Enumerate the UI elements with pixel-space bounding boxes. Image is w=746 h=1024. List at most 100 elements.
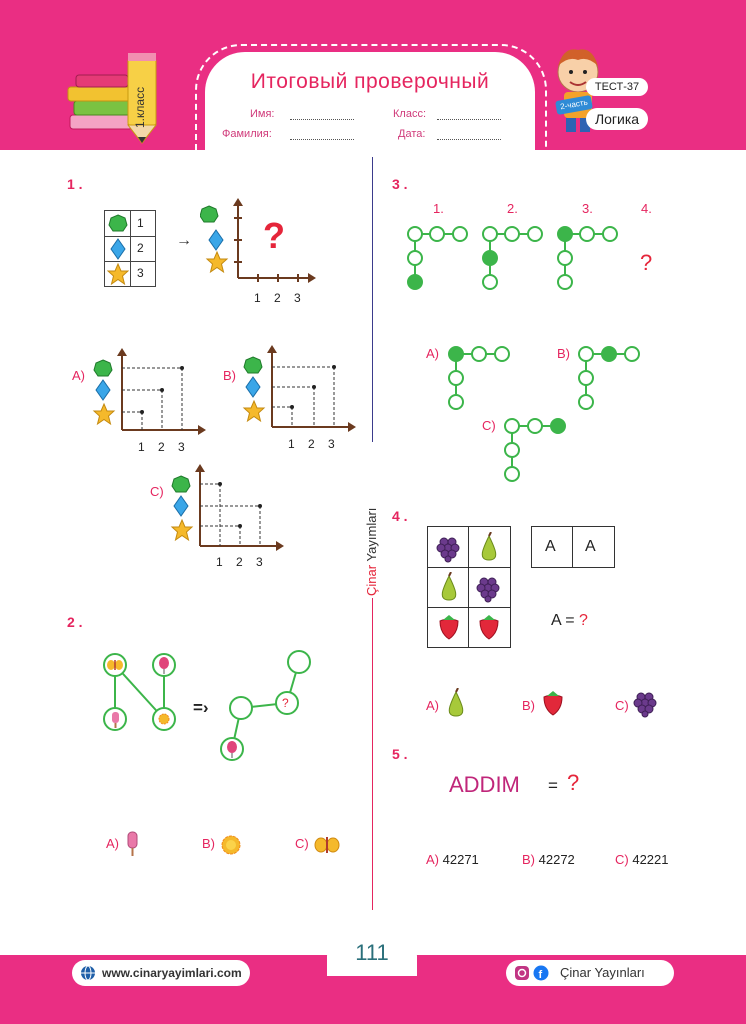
q1-a-tick-1: 1 <box>138 440 145 454</box>
header-white-panel <box>205 52 535 150</box>
q4-option-a-label: A) <box>426 698 439 713</box>
q2-option-a-label: A) <box>106 836 119 851</box>
q5-word: ADDIM <box>449 772 520 797</box>
class-label: Класс: <box>393 108 426 120</box>
q1-main-graph <box>200 198 316 283</box>
q1-option-b-label: B) <box>223 368 236 383</box>
surname-label: Фамилия: <box>222 128 272 140</box>
q1-b-tick-1: 1 <box>288 437 295 451</box>
grapes-icon <box>476 577 500 603</box>
q3-question-mark: ? <box>640 250 653 275</box>
q1-c-tick-3: 3 <box>256 555 263 569</box>
q2-option-c-label: C) <box>295 836 309 851</box>
page-number-tab <box>327 936 417 976</box>
q2-number: 2 . <box>67 614 83 630</box>
q5-equals: = <box>548 776 558 795</box>
q1-main-tick-3: 3 <box>294 291 301 305</box>
q2-option-b-label: B) <box>202 836 215 851</box>
q1-number: 1 . <box>67 176 83 192</box>
butterfly-icon[interactable] <box>314 834 340 856</box>
green-heptagon-icon <box>108 214 128 232</box>
q3-step-label-1: 1. <box>433 201 444 216</box>
popsicle-icon <box>112 712 119 728</box>
q1-row-2: 2 <box>137 241 144 255</box>
q1-main-tick-1: 1 <box>254 291 261 305</box>
q1-option-a-graph[interactable] <box>90 346 210 438</box>
header-dashed-frame <box>195 44 547 156</box>
surname-line <box>290 129 354 140</box>
facebook-icon: f <box>533 965 549 981</box>
side-publisher-text: Çinar Yayımları <box>364 507 379 596</box>
q3-step-label-2: 2. <box>507 201 518 216</box>
q1-c-tick-2: 2 <box>236 555 243 569</box>
q5-option-a[interactable]: A) 42271 <box>426 852 479 867</box>
q4-cell-2: A <box>585 538 596 555</box>
grade-badge: 1.класс <box>133 86 147 128</box>
page-title: Итоговый проверочный <box>250 70 490 93</box>
q3-option-c-shape[interactable] <box>502 416 572 486</box>
column-divider-top <box>372 157 373 442</box>
q5-number: 5 . <box>392 746 408 762</box>
balloon-icon <box>159 657 169 674</box>
q4-option-c-label: C) <box>615 698 629 713</box>
q5-option-c[interactable]: C) 42221 <box>615 852 669 867</box>
q3-option-c-label: C) <box>482 418 496 433</box>
q1-option-c-graph[interactable] <box>168 462 288 554</box>
q1-row-3: 3 <box>137 266 144 280</box>
q1-b-tick-2: 2 <box>308 437 315 451</box>
subject-label: Логика <box>586 108 648 130</box>
test-label: ТЕСТ-37 <box>586 78 648 96</box>
q1-legend-table: 1 2 3 <box>104 210 156 287</box>
q3-option-b-label: B) <box>557 346 570 361</box>
q5-question-mark: ? <box>567 770 580 795</box>
grapes-icon <box>436 537 460 563</box>
svg-text:f: f <box>539 969 543 981</box>
page-number: 111 <box>355 940 389 965</box>
strawberry-icon <box>439 615 459 640</box>
butterfly-icon <box>107 660 123 670</box>
blue-diamond-icon <box>110 238 126 260</box>
q1-b-tick-3: 3 <box>328 437 335 451</box>
q3-step-label-3: 3. <box>582 201 593 216</box>
date-label: Дата: <box>398 128 426 140</box>
q1-option-b-graph[interactable] <box>240 343 360 435</box>
column-divider-bottom <box>372 598 373 910</box>
books-pencil-icon <box>67 53 158 144</box>
pear-icon <box>481 532 497 561</box>
q3-number: 3 . <box>392 176 408 192</box>
q3-option-b-shape[interactable] <box>576 344 646 414</box>
grapes-icon[interactable] <box>633 688 659 718</box>
q1-a-tick-3: 3 <box>178 440 185 454</box>
q3-sequence <box>407 226 618 290</box>
q3-option-a-shape[interactable] <box>446 344 516 414</box>
q1-main-tick-2: 2 <box>274 291 281 305</box>
q3-option-a-label: A) <box>426 346 439 361</box>
sun-icon <box>158 713 170 725</box>
popsicle-icon[interactable] <box>126 830 140 858</box>
q4-fruit-grid <box>427 526 511 648</box>
class-line <box>437 109 501 120</box>
q1-option-a-label: A) <box>72 368 85 383</box>
q1-option-c-label: C) <box>150 484 164 499</box>
strawberry-icon[interactable] <box>540 689 566 717</box>
q5-option-b[interactable]: B) 42272 <box>522 852 575 867</box>
q4-cell-1: A <box>545 538 556 555</box>
instagram-icon <box>515 966 529 980</box>
publisher-pill[interactable]: f Çinar Yayınları <box>506 960 674 986</box>
date-line <box>437 129 501 140</box>
q1-a-tick-2: 2 <box>158 440 165 454</box>
publisher-text: Çinar Yayınları <box>560 965 645 980</box>
q1-row-1: 1 <box>137 216 144 230</box>
q1-question-mark: ? <box>263 215 285 256</box>
globe-icon <box>81 965 95 981</box>
pear-icon[interactable] <box>444 688 468 718</box>
q1-arrow-icon: → <box>176 232 192 249</box>
q2-arrow-icon: =› <box>193 698 209 717</box>
sun-icon[interactable] <box>220 834 242 856</box>
website-text: www.cinaryayimlari.com <box>102 966 242 980</box>
strawberry-icon <box>479 615 499 640</box>
q2-target-graph <box>220 650 311 761</box>
q4-code-cells: A A <box>531 526 615 568</box>
website-pill[interactable]: www.cinaryayimlari.com <box>72 960 250 986</box>
yellow-star-icon <box>107 263 129 285</box>
